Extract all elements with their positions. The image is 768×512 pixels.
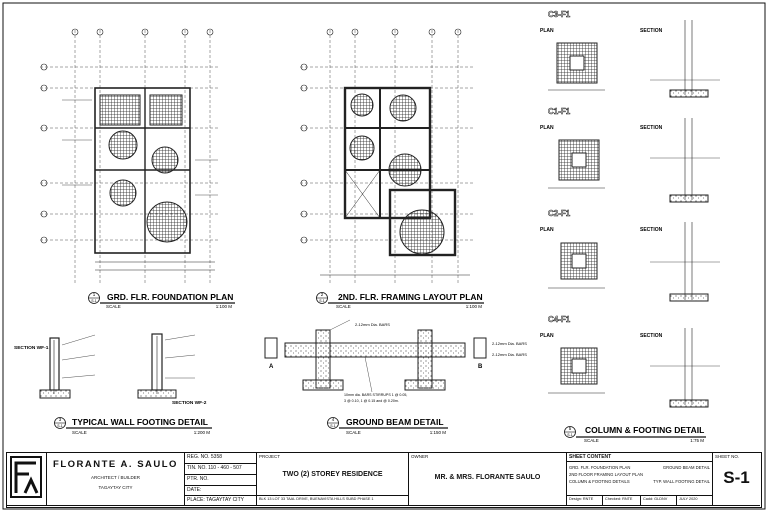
column-footing-ref: S-1 bbox=[567, 433, 573, 437]
ptr-no: PTR. NO. bbox=[185, 475, 257, 486]
footing-detail-code: C1-F1 bbox=[548, 107, 571, 116]
ground-beam-drawing bbox=[264, 319, 487, 393]
foundation-plan-number: 1 bbox=[93, 292, 96, 297]
sheet-number: S-1 bbox=[723, 468, 750, 487]
beam-section-a: A bbox=[269, 364, 274, 370]
firm-info-cell: FLORANTE A. SAULO ARCHITECT / BUILDER TA… bbox=[47, 453, 185, 506]
footing-detail-code: C4-F1 bbox=[548, 315, 571, 324]
footing-detail-c3: C3-F1 PLAN SECTION bbox=[540, 10, 663, 34]
beam-right-note-1: 2-12mm Dia. BARS bbox=[492, 341, 527, 346]
foundation-plan-title: GRD. FLR. FOUNDATION PLAN bbox=[107, 292, 233, 302]
wall-footing-title-block: 3 S-1 TYPICAL WALL FOOTING DETAIL SCALE … bbox=[54, 417, 212, 435]
sheet-content-item: COLUMN & FOOTING DETAILS bbox=[569, 479, 630, 484]
firm-city: TAGAYTAY CITY bbox=[98, 485, 133, 490]
footing-detail-section-label: SECTION bbox=[640, 125, 663, 131]
framing-plan-title-block: 2 S-1 2ND. FLR. FRAMING LAYOUT PLAN SCAL… bbox=[316, 292, 484, 309]
sheet-content-item: GRD. FLR. FOUNDATION PLAN bbox=[569, 465, 631, 470]
beam-stirrup-note: 10mm dia. BARS STIRRUPS 1 @ 0.05, bbox=[344, 393, 407, 397]
column-footing-scale: 1:75 M bbox=[690, 438, 704, 443]
sheet-content-item: GROUND BEAM DETAIL bbox=[662, 465, 710, 470]
framing-plan-ref: S-1 bbox=[319, 299, 325, 303]
footing-detail-section-label: SECTION bbox=[640, 227, 663, 233]
date: DATE: bbox=[185, 486, 257, 496]
ground-beam-title-block: 4 S-1 GROUND BEAM DETAIL SCALE 1:150 M bbox=[327, 417, 448, 435]
wall-footing-section-1: SECTION WF-1 bbox=[14, 345, 49, 351]
firm-name: FLORANTE A. SAULO bbox=[53, 459, 178, 470]
reg-no: REG. NO. 5358 bbox=[185, 453, 257, 464]
footing-detail-code: C3-F1 bbox=[548, 10, 571, 19]
beam-stirrup-note-2: 3 @ 0.10, 1 @ 0.15 and @ 0.20m. bbox=[344, 399, 399, 403]
foundation-plan-scale-label: SCALE bbox=[106, 304, 121, 309]
column-footing-scale-label: SCALE bbox=[584, 438, 599, 443]
wall-footing-scale-label: SCALE bbox=[72, 430, 87, 435]
cadd-by: Cadd: GLDNV bbox=[641, 496, 677, 506]
footing-detail-c2: C2-F1 PLAN SECTION bbox=[540, 209, 663, 233]
beam-right-note-2: 2-12mm Dia. BARS bbox=[492, 352, 527, 357]
owner-label: OWNER bbox=[411, 454, 429, 459]
column-footing-title-block: 5 S-1 COLUMN & FOOTING DETAIL SCALE 1:75… bbox=[564, 425, 706, 443]
framing-plan-number: 2 bbox=[321, 292, 324, 297]
foundation-plan-title-block: 1 S-1 GRD. FLR. FOUNDATION PLAN SCALE 1:… bbox=[88, 292, 235, 309]
ground-beam-scale-label: SCALE bbox=[346, 430, 361, 435]
sheet-content-item: 2ND FLOOR FRAMING LAYOUT PLAN bbox=[569, 472, 644, 477]
framing-plan-title: 2ND. FLR. FRAMING LAYOUT PLAN bbox=[338, 292, 483, 302]
footing-detail-section-label: SECTION bbox=[640, 333, 663, 339]
owner-cell: OWNER MR. & MRS. FLORANTE SAULO bbox=[409, 453, 567, 506]
sheet-no-label: SHEET NO. bbox=[715, 454, 740, 459]
wall-footing-section-2: SECTION WF-2 bbox=[172, 400, 207, 406]
title-block: FLORANTE A. SAULO ARCHITECT / BUILDER TA… bbox=[6, 452, 762, 508]
foundation-plan-drawing bbox=[40, 28, 220, 285]
drawing-date: JULY 2020 bbox=[677, 496, 713, 506]
firm-role: ARCHITECT / BUILDER bbox=[91, 475, 140, 480]
checked-by: Checked: RNTE bbox=[603, 496, 641, 506]
ground-beam-number: 4 bbox=[332, 417, 335, 422]
owner-name: MR. & MRS. FLORANTE SAULO bbox=[434, 474, 541, 481]
footing-detail-section-label: SECTION bbox=[640, 28, 663, 34]
sheet-number-cell: SHEET NO. S-1 bbox=[713, 453, 760, 506]
framing-plan-drawing bbox=[300, 28, 475, 285]
sheet-content-item: TYP. WALL FOOTING DETAIL bbox=[653, 479, 710, 484]
place: PLACE: TAGAYTAY CITY bbox=[185, 496, 257, 506]
foundation-plan-scale: 1:100 M bbox=[216, 304, 233, 309]
ground-beam-scale: 1:150 M bbox=[430, 430, 447, 435]
beam-top-note: 2-12mm Dia. BARS bbox=[355, 322, 390, 327]
project-cell: PROJECT TWO (2) STOREY RESIDENCE bbox=[257, 453, 409, 496]
firm-logo-cell bbox=[7, 453, 47, 506]
sheet-content-list: GRD. FLR. FOUNDATION PLAN GROUND BEAM DE… bbox=[567, 462, 713, 496]
footing-detail-drawings bbox=[548, 20, 720, 408]
beam-section-b: B bbox=[478, 364, 483, 370]
footing-detail-code: C2-F1 bbox=[548, 209, 571, 218]
tin-no: TIN. NO. 110 - 460 - 507 bbox=[185, 464, 257, 475]
sheet-content-label: SHEET CONTENT bbox=[567, 453, 713, 462]
footing-detail-c4: C4-F1 PLAN SECTION bbox=[540, 315, 663, 339]
framing-plan-scale-label: SCALE bbox=[336, 304, 351, 309]
footing-detail-plan-label: PLAN bbox=[540, 227, 554, 233]
wall-footing-ref: S-1 bbox=[57, 424, 63, 428]
ground-beam-title: GROUND BEAM DETAIL bbox=[346, 417, 444, 427]
design-by: Design: RNTE bbox=[567, 496, 603, 506]
project-label: PROJECT bbox=[259, 454, 281, 459]
firm-logo bbox=[10, 456, 42, 498]
project-name: TWO (2) STOREY RESIDENCE bbox=[282, 471, 383, 478]
ground-beam-ref: S-1 bbox=[330, 424, 336, 428]
column-footing-title: COLUMN & FOOTING DETAIL bbox=[585, 425, 704, 435]
wall-footing-scale: 1:200 M bbox=[194, 430, 211, 435]
wall-footing-drawing bbox=[39, 333, 196, 399]
footing-detail-c1: C1-F1 PLAN SECTION bbox=[540, 107, 663, 131]
footing-detail-plan-label: PLAN bbox=[540, 125, 554, 131]
project-address: BLK 13 LOT 33 TAAL DRIVE, BUENAVISTA HIL… bbox=[257, 496, 409, 506]
framing-plan-scale: 1:100 M bbox=[466, 304, 483, 309]
wall-footing-title: TYPICAL WALL FOOTING DETAIL bbox=[72, 417, 208, 427]
column-footing-number: 5 bbox=[569, 426, 572, 431]
wall-footing-number: 3 bbox=[59, 417, 62, 422]
footing-detail-plan-label: PLAN bbox=[540, 333, 554, 339]
footing-detail-plan-label: PLAN bbox=[540, 28, 554, 34]
foundation-plan-ref: S-1 bbox=[91, 299, 97, 303]
